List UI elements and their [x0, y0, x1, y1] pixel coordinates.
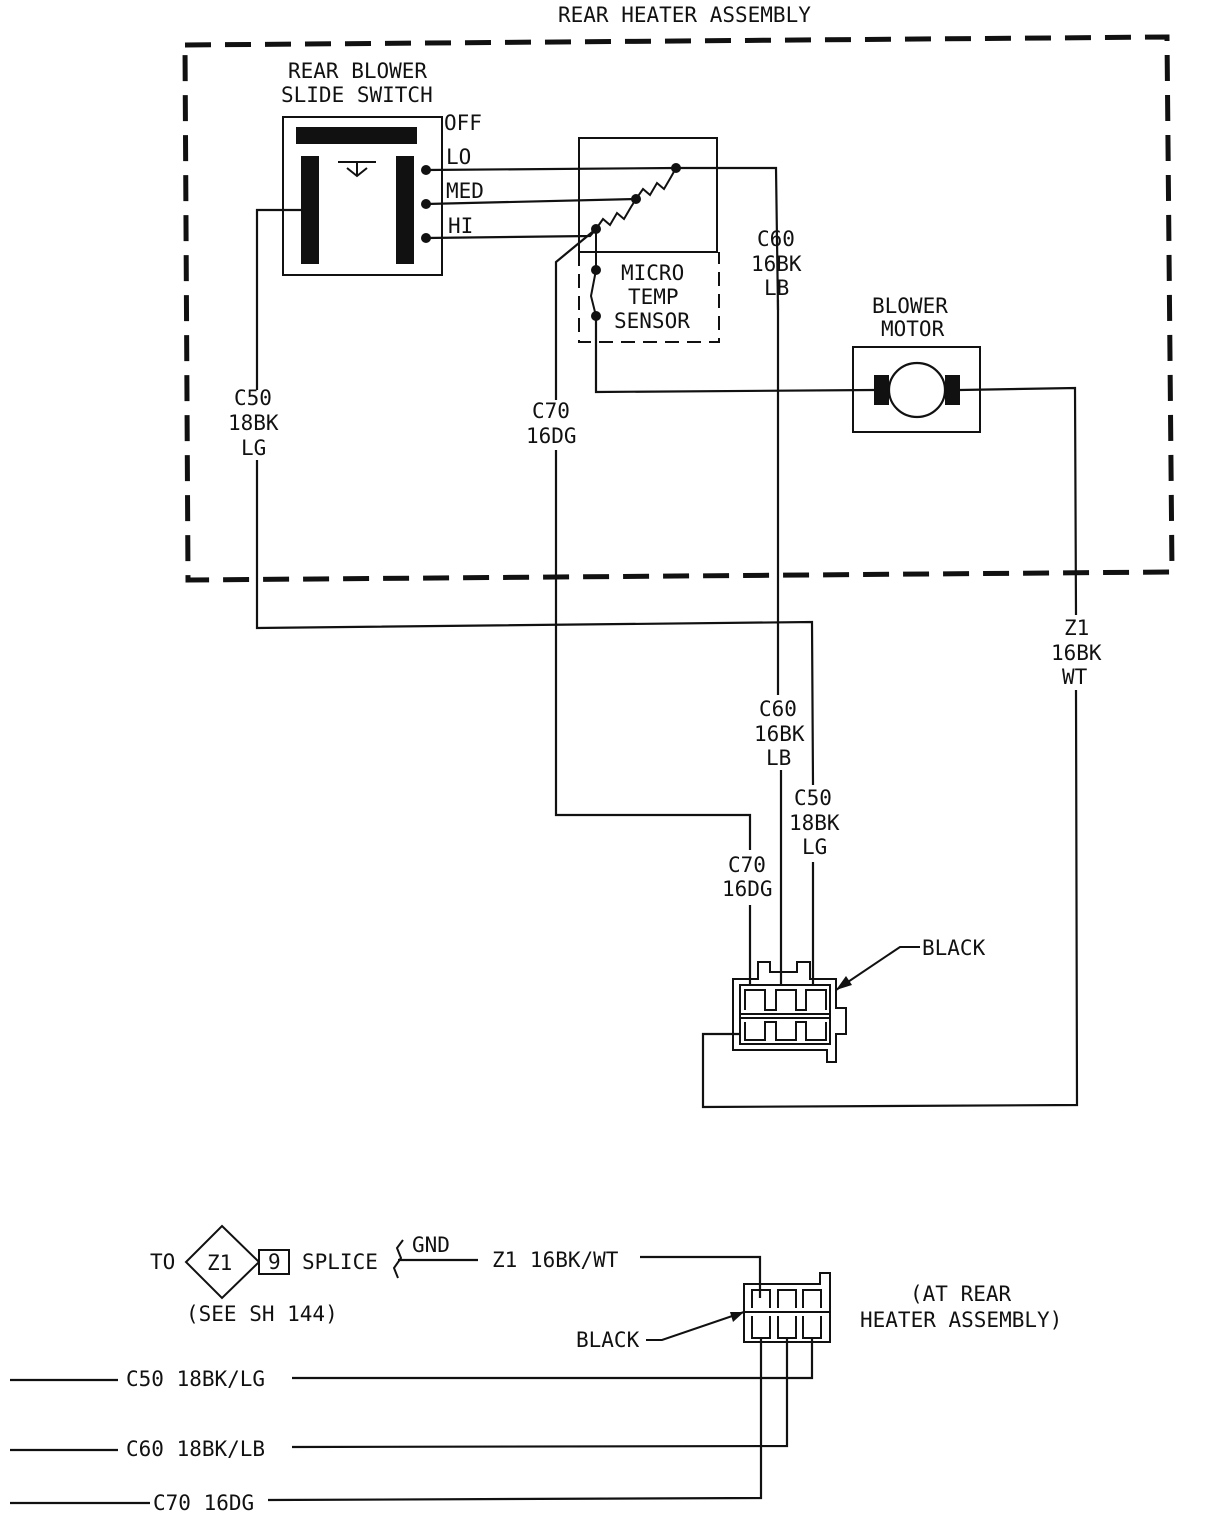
see-sheet-label: (SEE SH 144)	[186, 1302, 338, 1326]
gnd-label: GND	[412, 1233, 450, 1257]
label-c60-lower-code: C60	[759, 697, 797, 721]
switch-wiper	[338, 161, 376, 178]
label-c50-lower: C50 18BK LG	[789, 786, 840, 859]
assembly-boundary	[182, 34, 1175, 583]
rear-blower-slide-switch: REAR BLOWER SLIDE SWITCH OFF LO MED HI	[281, 59, 484, 276]
c50-bottom-label: C50 18BK/LG	[126, 1367, 265, 1391]
z1-diamond	[184, 1224, 261, 1300]
sensor-dashed-box	[578, 252, 720, 343]
connector-bottom-row	[744, 1021, 827, 1041]
blower-motor: BLOWER MOTOR	[852, 294, 981, 433]
wire-sensor-to-motor	[594, 316, 875, 394]
label-c50-lower-gauge: 18BK	[789, 811, 840, 835]
label-c70-lower: C70 16DG	[722, 853, 773, 901]
label-c60-upper: C60 16BK LB	[751, 227, 802, 300]
label-c50-lower-code: C50	[794, 786, 832, 810]
connector-top-row	[744, 989, 827, 1011]
label-c60-upper-color: LB	[764, 276, 789, 300]
switch-left-contact	[301, 156, 319, 264]
motor-brush-left	[874, 375, 889, 405]
wire-c70	[554, 228, 752, 985]
at-rear-line2: HEATER ASSEMBLY)	[860, 1308, 1062, 1332]
connector-inner-outline	[739, 984, 831, 1045]
splice-label: SPLICE	[302, 1250, 378, 1274]
label-z1-color: WT	[1062, 665, 1088, 689]
z1-wire-bottom	[640, 1255, 762, 1298]
sensor-label-line2: TEMP	[628, 285, 679, 309]
connector-mid-bar	[740, 1013, 830, 1019]
splice-bracket	[392, 1239, 404, 1279]
sensor-label-line1: MICRO	[621, 261, 684, 285]
lower-black-pointer	[646, 1311, 745, 1341]
switch-right-contact	[396, 156, 414, 264]
lower-connector-bottom-row	[751, 1316, 822, 1339]
label-c60-upper-gauge: 16BK	[751, 252, 802, 276]
lower-black-label: BLACK	[576, 1328, 640, 1352]
wire-z1	[701, 386, 1079, 1109]
wire-c50	[255, 208, 815, 985]
lower-connector-top-row	[751, 1289, 822, 1308]
switch-position-hi: HI	[448, 214, 473, 238]
label-z1: Z1 16BK WT	[1051, 616, 1102, 689]
label-c60-upper-code: C60	[757, 227, 795, 251]
label-c70-upper-gauge: 16DG	[526, 424, 577, 448]
motor-brush-right	[945, 375, 960, 405]
resistor-block: MICRO TEMP SENSOR	[578, 137, 720, 343]
z1-pin-label: 9	[268, 1250, 281, 1274]
lower-connector-housing	[743, 1272, 831, 1343]
connector-pointer	[835, 946, 920, 991]
switch-title-line2: SLIDE SWITCH	[281, 83, 433, 107]
assembly-title: REAR HEATER ASSEMBLY	[558, 3, 811, 27]
sensor-label-line3: SENSOR	[614, 309, 690, 333]
label-c50-upper-code: C50	[234, 386, 272, 410]
label-c50-upper-gauge: 18BK	[228, 411, 279, 435]
label-z1-gauge: 16BK	[1051, 641, 1102, 665]
c60-bottom-label: C60 18BK/LB	[126, 1437, 265, 1461]
wire-med	[425, 197, 637, 206]
connector-housing	[732, 961, 847, 1063]
label-c70-lower-gauge: 16DG	[722, 877, 773, 901]
label-c50-lower-color: LG	[802, 835, 827, 859]
z1-wire-label: Z1 16BK/WT	[492, 1248, 619, 1272]
switch-top-bar	[296, 127, 417, 144]
motor-label-line2: MOTOR	[881, 317, 945, 341]
lower-black-arrowhead	[730, 1312, 744, 1322]
label-c60-lower-color: LB	[766, 746, 791, 770]
label-c60-lower-gauge: 16BK	[754, 722, 805, 746]
c70-bottom-label: C70 16DG	[153, 1491, 254, 1515]
label-c50-upper-color: LG	[241, 436, 266, 460]
switch-position-lo: LO	[446, 145, 471, 169]
label-c50-upper: C50 18BK LG	[228, 386, 279, 460]
wire-c60	[776, 300, 783, 985]
bottom-to-label: TO	[150, 1250, 175, 1274]
c60-wire-bottom	[10, 1338, 789, 1452]
z1-pin-box	[258, 1249, 290, 1275]
label-c70-upper: C70 16DG	[526, 399, 577, 448]
label-c60-lower: C60 16BK LB	[754, 697, 805, 770]
switch-position-off: OFF	[444, 111, 482, 135]
label-z1-code: Z1	[1064, 616, 1089, 640]
wire-lo	[425, 166, 780, 311]
sensor-link	[589, 229, 597, 317]
connector-pointer-arrowhead	[836, 976, 852, 990]
switch-title-line1: REAR BLOWER	[288, 59, 427, 83]
switch-position-med: MED	[446, 179, 484, 203]
c70-wire-bottom	[10, 1338, 763, 1505]
z1-diamond-label: Z1	[207, 1251, 232, 1275]
motor-armature	[887, 361, 947, 419]
black-connector: BLACK	[732, 936, 986, 1063]
motor-label-line1: BLOWER	[872, 294, 948, 318]
c50-wire-bottom	[10, 1338, 814, 1382]
connector-label: BLACK	[922, 936, 986, 960]
label-c70-upper-code: C70	[532, 399, 570, 423]
label-c70-lower-code: C70	[728, 853, 766, 877]
at-rear-line1: (AT REAR	[910, 1282, 1012, 1306]
bottom-detail: TO Z1 9 SPLICE GND Z1 16BK/WT (SEE SH 14…	[10, 1224, 1062, 1515]
resistor-box	[578, 137, 718, 253]
